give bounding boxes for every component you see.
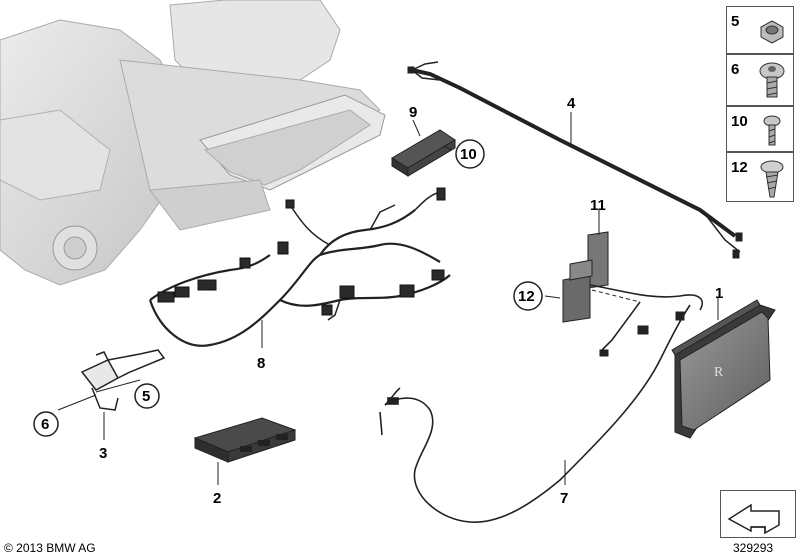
- part-7-cable: [379, 304, 691, 523]
- callout-labels: 1 2 3 4 7 8 9 11: [99, 95, 723, 507]
- navigation-arrow-box: [720, 490, 796, 538]
- copyright-text: © 2013 BMW AG: [4, 541, 96, 555]
- part-9-module: [391, 119, 456, 177]
- callout-3: 3: [99, 445, 107, 462]
- svg-text:12: 12: [518, 288, 535, 305]
- part-2-control-unit: [193, 417, 297, 485]
- legend-item-12: 12: [726, 152, 794, 202]
- screen-logo: R: [714, 365, 724, 380]
- circled-callout-6: 6: [33, 411, 59, 437]
- callout-1: 1: [715, 285, 723, 302]
- callout-11: 11: [590, 197, 606, 214]
- small-screw-icon: [763, 115, 781, 146]
- part-8-connectors: [157, 187, 446, 316]
- self-tapping-screw-icon: [760, 160, 784, 198]
- callout-4: 4: [567, 95, 576, 112]
- svg-text:10: 10: [460, 146, 477, 163]
- callout-8: 8: [257, 355, 265, 372]
- torx-screw-icon: [759, 62, 785, 98]
- callout-7: 7: [560, 490, 568, 507]
- part-11-bracket: [544, 210, 704, 357]
- legend-item-6: 6: [726, 54, 794, 106]
- circled-callout-5: 5: [134, 383, 160, 409]
- arrow-icon: [727, 503, 780, 535]
- circled-callout-10: 10: [455, 139, 485, 169]
- diagram-id: 329293: [733, 541, 774, 555]
- svg-text:5: 5: [142, 388, 150, 405]
- circled-callout-12: 12: [513, 281, 543, 311]
- legend-number: 12: [731, 159, 748, 176]
- legend-number: 5: [731, 13, 740, 30]
- legend-number: 10: [731, 113, 748, 130]
- hex-nut-icon: [760, 20, 784, 44]
- legend-number: 6: [731, 61, 740, 78]
- rear-seat-illustration: [0, 0, 386, 286]
- part-1-display-screen: R: [671, 298, 776, 439]
- callout-2: 2: [213, 490, 221, 507]
- svg-text:6: 6: [41, 416, 49, 433]
- legend-item-10: 10: [726, 106, 794, 152]
- part-4-cable: [407, 61, 743, 259]
- callout-9: 9: [409, 104, 417, 121]
- legend-item-5: 5: [726, 6, 794, 54]
- part-3-bracket: [57, 349, 166, 440]
